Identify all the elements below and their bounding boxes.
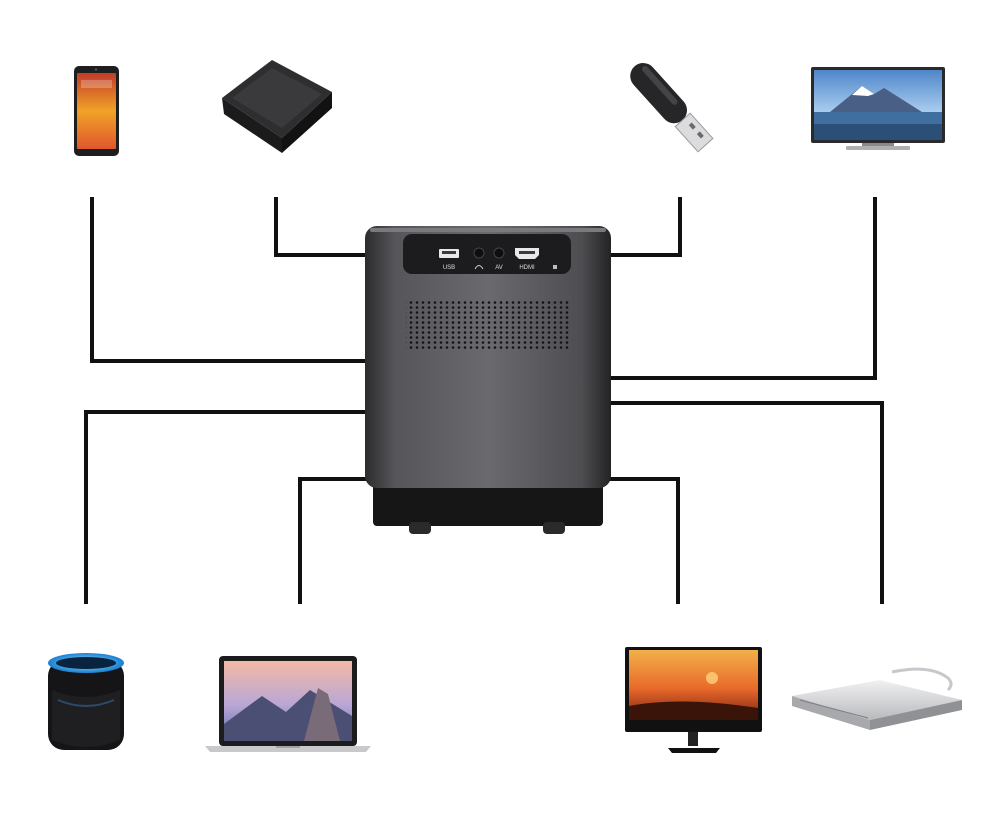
television-icon — [811, 67, 945, 150]
projector: USB AV HDMI — [365, 226, 611, 534]
speaker-grille — [406, 300, 570, 350]
usb-port-icon — [439, 249, 459, 258]
smart-speaker-icon — [48, 653, 124, 750]
connector-smart-speaker — [84, 410, 366, 604]
connector-desktop-monitor — [603, 477, 680, 604]
headphone-icon — [473, 247, 485, 270]
connector-optical-drive — [610, 401, 884, 604]
connector-television — [610, 197, 877, 380]
connector-usb-flash-drive — [610, 197, 682, 257]
port-panel — [403, 234, 571, 274]
ir-receiver-icon — [553, 265, 557, 269]
monitor-icon — [625, 647, 762, 753]
connector-smartphone — [90, 197, 366, 363]
laptop-icon — [205, 656, 371, 752]
connector-tv-box — [274, 197, 366, 257]
port-label-av: AV — [495, 265, 503, 271]
projector-body — [365, 226, 611, 488]
optical-drive-icon — [792, 667, 962, 730]
av-port-icon — [493, 247, 505, 259]
tv-box-icon — [222, 60, 332, 153]
usb-flash-drive-icon — [630, 63, 714, 153]
smartphone-icon — [74, 66, 119, 156]
projector-foot-right — [543, 522, 565, 534]
port-label-usb: USB — [443, 265, 455, 271]
projector-top-edge — [370, 228, 606, 232]
projector-base — [373, 482, 603, 526]
projector-foot-left — [409, 522, 431, 534]
connector-lines — [84, 197, 884, 604]
hdmi-port-icon — [515, 248, 539, 259]
connector-laptop — [298, 477, 372, 604]
port-label-hdmi: HDMI — [519, 265, 535, 271]
